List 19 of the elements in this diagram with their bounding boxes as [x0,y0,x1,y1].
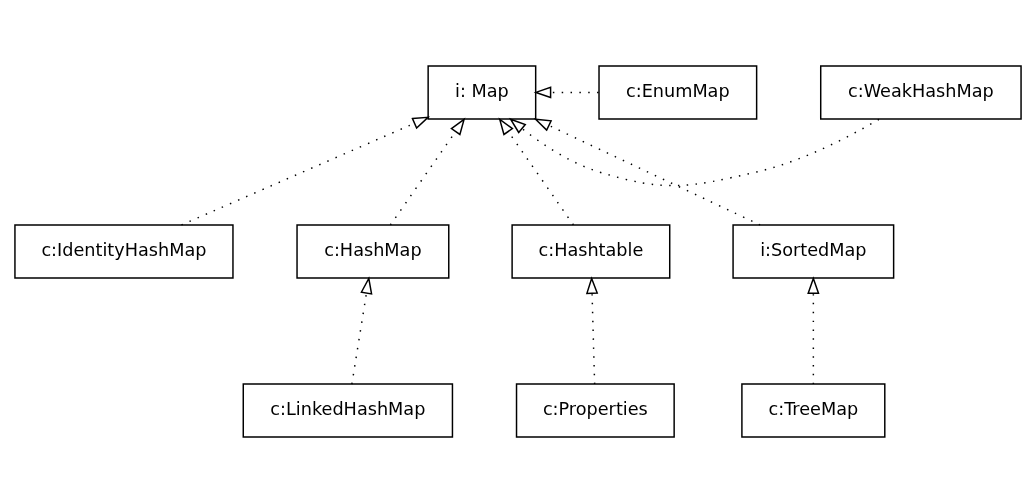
arrow [533,117,761,226]
arrow [508,117,880,186]
arrow [351,275,373,385]
node-box: c:Hashtable [511,223,671,279]
node-box: i: Map [427,64,537,120]
node-box: c:IdentityHashMap [14,223,234,279]
node-box: c:WeakHashMap [820,64,1022,120]
node-box: c:Properties [515,382,675,438]
node-box: c:LinkedHashMap [242,382,454,438]
node-box: c:TreeMap [741,382,886,438]
arrow [585,275,599,385]
arrow [180,116,431,226]
node-box: c:HashMap [296,223,450,279]
arrow [533,85,600,99]
node-box: c:EnumMap [598,64,758,120]
arrow [807,275,820,385]
arrow [389,117,466,226]
arrow [498,117,575,226]
node-box: i:SortedMap [732,223,895,279]
